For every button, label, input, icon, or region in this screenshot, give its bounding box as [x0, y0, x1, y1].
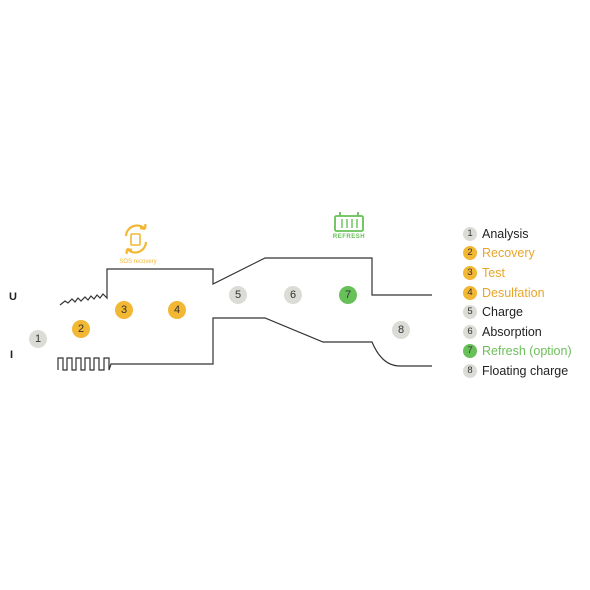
stage-circle-7: 7 [339, 286, 357, 304]
refresh-label: REFRESH [332, 234, 366, 240]
legend-label: Charge [482, 305, 523, 320]
stage-circle-1: 1 [29, 330, 47, 348]
legend-item-floating-charge: 8 Floating charge [463, 361, 588, 381]
legend-number: 8 [463, 363, 477, 378]
current-axis-label: I [10, 349, 14, 361]
legend-item-test: 3 Test [463, 263, 588, 283]
legend-number: 7 [463, 344, 477, 359]
legend-number: 6 [463, 324, 477, 339]
stage-circle-8: 8 [392, 321, 410, 339]
sos-recovery-icon [124, 223, 148, 255]
sos-recovery-label: SOS recovery [119, 259, 157, 265]
legend-label: Recovery [482, 246, 535, 261]
legend-number: 3 [463, 265, 477, 280]
legend-number: 4 [463, 285, 477, 300]
voltage-curve [59, 257, 432, 306]
legend-item-absorption: 6 Absorption [463, 322, 588, 342]
legend-number: 5 [463, 305, 477, 320]
stage-circle-2: 2 [72, 320, 90, 338]
current-curve [57, 317, 432, 371]
legend-number: 2 [463, 246, 477, 261]
legend-label: Desulfation [482, 285, 545, 300]
legend-label: Analysis [482, 226, 529, 241]
battery-refresh-icon [334, 212, 364, 232]
stage-circle-3: 3 [115, 301, 133, 319]
stage-legend: 1 Analysis 2 Recovery 3 Test 4 Desulfati… [463, 224, 588, 381]
legend-label: Floating charge [482, 363, 569, 378]
stage-circle-6: 6 [284, 286, 302, 304]
legend-label: Refresh (option) [482, 344, 572, 359]
voltage-axis-label: U [9, 291, 17, 303]
legend-item-recovery: 2 Recovery [463, 244, 588, 264]
legend-number: 1 [463, 226, 477, 241]
legend-label: Absorption [482, 324, 542, 339]
stage-circle-5: 5 [229, 286, 247, 304]
legend-item-analysis: 1 Analysis [463, 224, 588, 244]
legend-item-charge: 5 Charge [463, 302, 588, 322]
legend-item-desulfation: 4 Desulfation [463, 283, 588, 303]
legend-item-refresh: 7 Refresh (option) [463, 342, 588, 362]
stage-circle-4: 4 [168, 301, 186, 319]
legend-label: Test [482, 265, 505, 280]
